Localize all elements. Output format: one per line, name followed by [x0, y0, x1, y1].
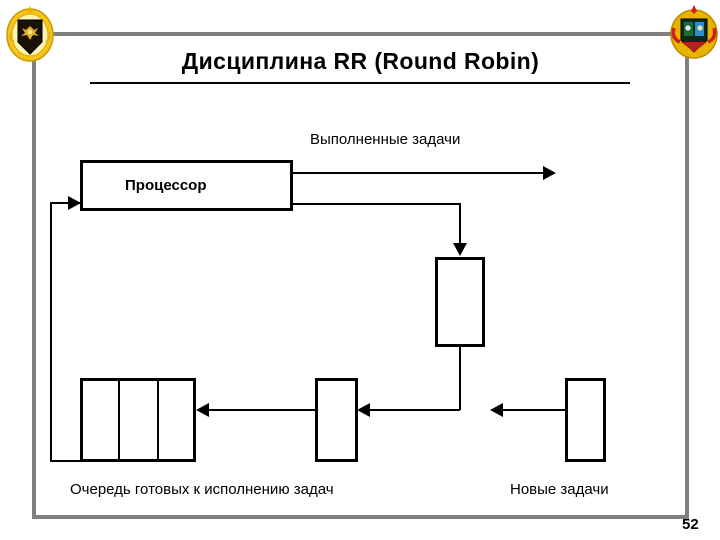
processor-box: [80, 160, 293, 211]
new-tasks-arrow-head: [490, 403, 503, 417]
title-underline: [90, 82, 630, 84]
dispatch-to-queue-hline: [198, 409, 316, 411]
military-academy-emblem-right: [670, 5, 718, 59]
feedback-hline-top: [50, 202, 82, 204]
bus-to-dispatch-hline: [359, 409, 460, 411]
ready-queue-box: [80, 378, 196, 462]
feedback-hline-bottom: [50, 460, 82, 462]
queue-cell-divider-1: [118, 378, 120, 462]
label-ready-queue: Очередь готовых к исполнению задач: [70, 481, 334, 498]
completed-tasks-arrow-head: [543, 166, 556, 180]
processor-label: Процессор: [125, 177, 207, 194]
timer-block: [435, 257, 485, 347]
dispatch-block: [315, 378, 358, 462]
frame-border-right: [685, 32, 689, 519]
dispatch-to-queue-arrow-head: [196, 403, 209, 417]
frame-border-bottom: [32, 515, 689, 519]
bus-to-dispatch-arrow-head: [357, 403, 370, 417]
military-academy-emblem-left: [6, 6, 54, 62]
processor-to-timer-vline: [459, 203, 461, 245]
label-completed-tasks: Выполненные задачи: [310, 131, 461, 148]
feedback-vline: [50, 202, 52, 462]
frame-border-top: [32, 32, 689, 36]
processor-to-timer-arrow-head: [453, 243, 467, 256]
queue-cell-divider-2: [157, 378, 159, 462]
new-tasks-block: [565, 378, 606, 462]
completed-tasks-arrow-line: [293, 172, 545, 174]
processor-to-timer-hline: [293, 203, 461, 205]
new-tasks-arrow-line: [492, 409, 566, 411]
feedback-arrow-head: [68, 196, 81, 210]
page-number: 52: [682, 516, 699, 533]
timer-to-bus-vline: [459, 347, 461, 410]
label-new-tasks: Новые задачи: [510, 481, 609, 498]
page-title: Дисциплина RR (Round Robin): [181, 48, 540, 74]
frame-border-left: [32, 32, 36, 519]
